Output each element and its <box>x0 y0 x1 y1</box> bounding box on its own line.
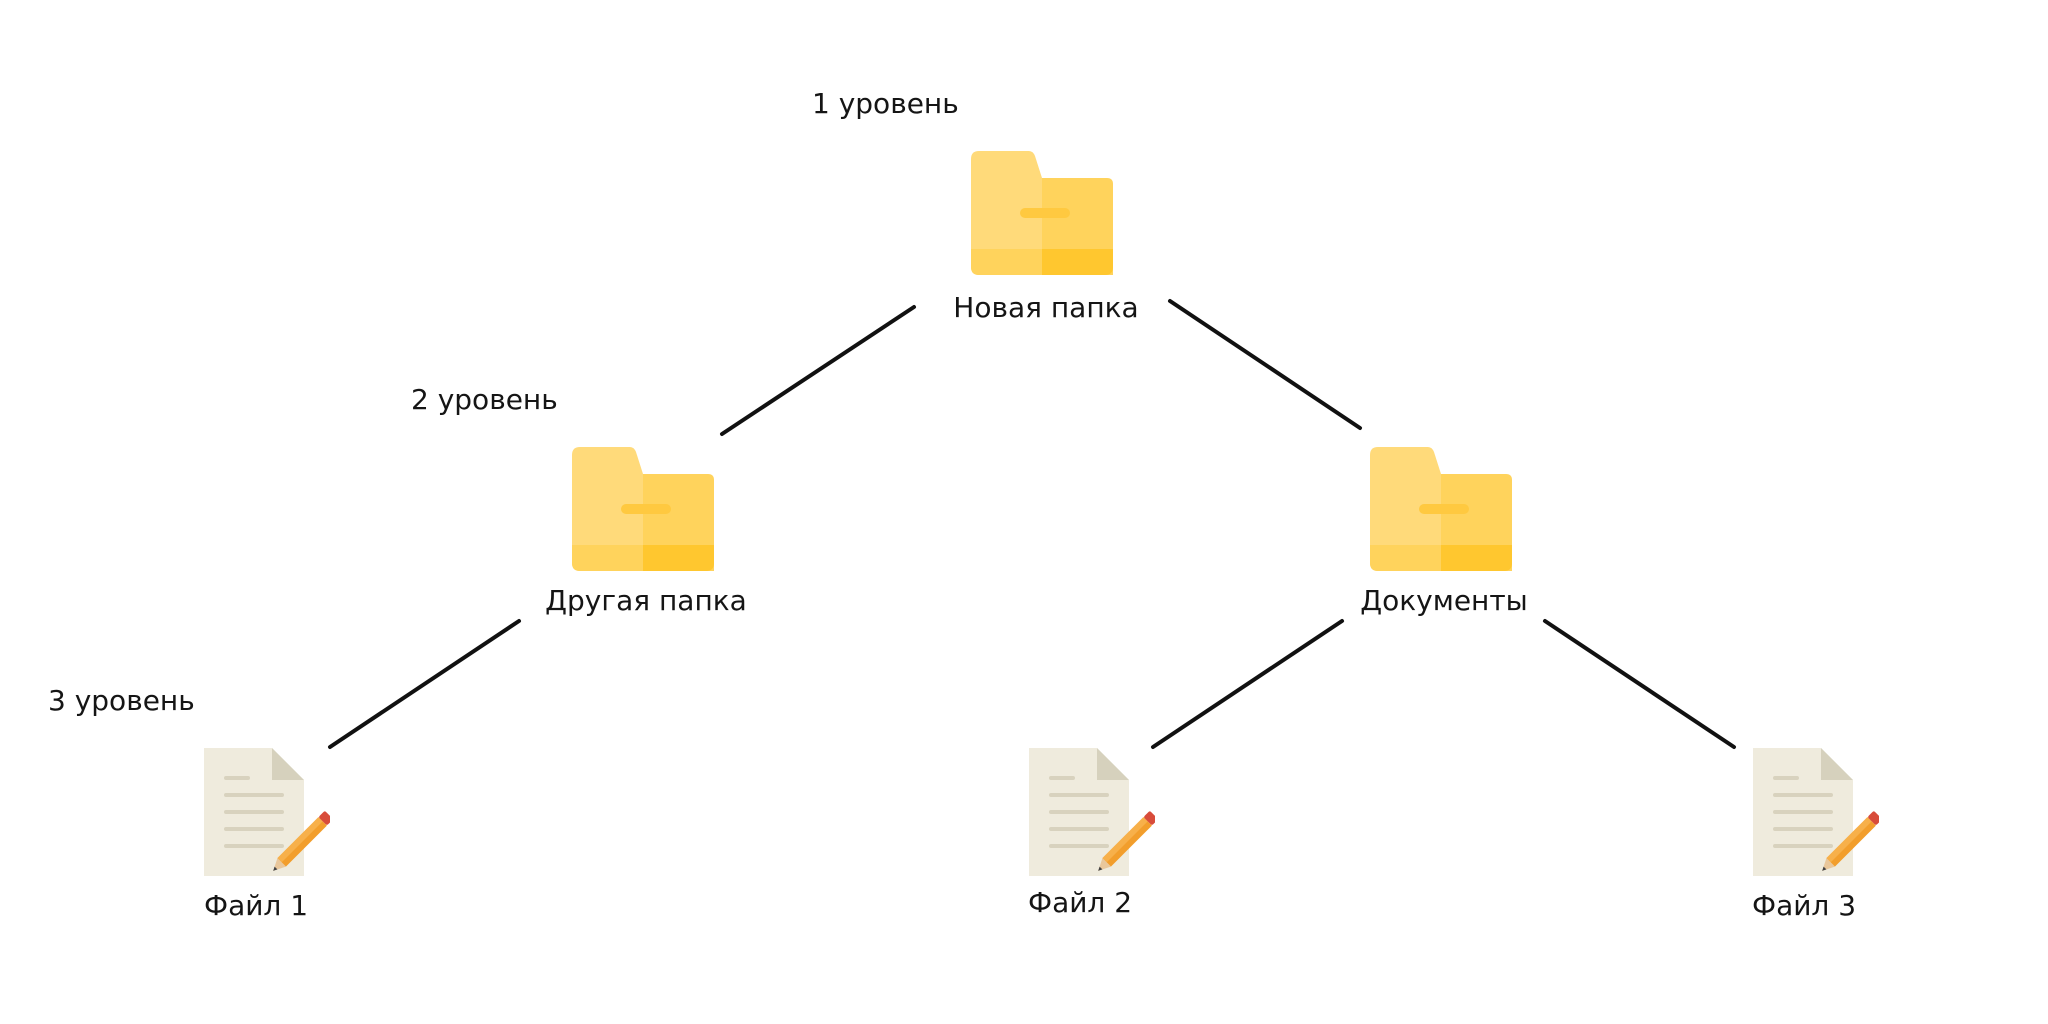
file-3-icon[interactable] <box>1753 748 1882 878</box>
connector-other-folder-file1 <box>328 619 521 749</box>
file-1-label: Файл 1 <box>203 889 309 922</box>
other-folder-icon[interactable] <box>572 447 714 571</box>
level-2-label: 2 уровень <box>411 383 558 416</box>
documents-folder-label: Документы <box>1360 584 1528 617</box>
connector-documents-file3 <box>1543 619 1736 749</box>
file-1-icon[interactable] <box>204 748 333 878</box>
connector-root-documents <box>1168 299 1362 430</box>
root-folder-icon[interactable] <box>971 151 1113 275</box>
connector-documents-file2 <box>1151 619 1344 749</box>
file-2-icon[interactable] <box>1029 748 1158 878</box>
level-1-label: 1 уровень <box>812 87 959 120</box>
documents-folder-icon[interactable] <box>1370 447 1512 571</box>
connector-root-other-folder <box>720 305 916 436</box>
file-3-label: Файл 3 <box>1751 889 1857 922</box>
level-3-label: 3 уровень <box>48 684 195 717</box>
root-folder-label: Новая папка <box>953 291 1139 324</box>
file-2-label: Файл 2 <box>1027 886 1133 919</box>
other-folder-label: Другая папка <box>545 584 747 617</box>
